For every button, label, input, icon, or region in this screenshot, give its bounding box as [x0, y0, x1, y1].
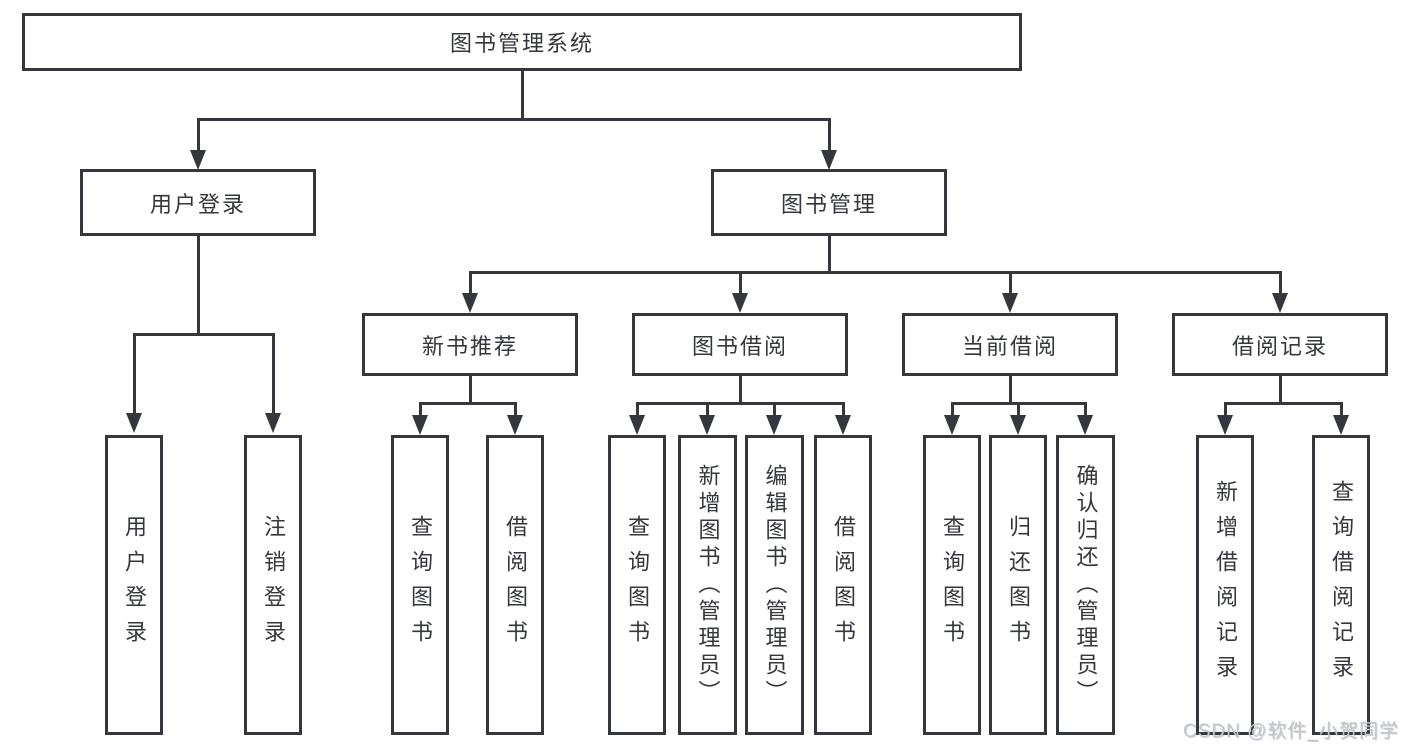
connector-branch [272, 333, 275, 413]
connector-branch [514, 402, 517, 415]
leaf-label: 用户登录 [122, 515, 147, 655]
leaf-borrow-books-recommend: 借阅图书 [486, 435, 544, 735]
leaf-return-books: 归还图书 [989, 435, 1047, 735]
connector-stem [469, 376, 472, 405]
connector-stem [521, 70, 524, 121]
leaf-label: 确认归还（管理员） [1073, 463, 1099, 707]
leaf-label: 查询图书 [625, 515, 650, 655]
connector-branch [842, 402, 845, 415]
arrow-down-icon [732, 293, 748, 313]
connector-rail [1224, 402, 1343, 405]
connector-branch [706, 402, 709, 415]
leaf-label: 新增借阅记录 [1213, 480, 1238, 690]
leaf-query-books-recommend: 查询图书 [391, 435, 449, 735]
node-book-management: 图书管理 [711, 169, 947, 236]
leaf-label: 归还图书 [1006, 515, 1031, 655]
leaf-label: 编辑图书（管理员） [762, 463, 788, 707]
node-book-borrowing: 图书借阅 [632, 313, 848, 376]
connector-branch [469, 271, 472, 293]
connector-branch [739, 271, 742, 293]
connector-stem [828, 236, 831, 274]
node-borrowing-records: 借阅记录 [1172, 313, 1388, 376]
leaf-label: 借阅图书 [831, 515, 856, 655]
connector-stem [1279, 376, 1282, 405]
connector-branch [197, 118, 200, 150]
leaf-user-login: 用户登录 [105, 435, 163, 735]
connector-stem [739, 376, 742, 405]
leaf-label: 查询借阅记录 [1329, 480, 1354, 690]
csdn-watermark: CSDN @软件_小贺同学 [1183, 721, 1399, 742]
leaf-query-books-borrowing: 查询图书 [608, 435, 666, 735]
connector-branch [828, 118, 831, 150]
node-library-management-system: 图书管理系统 [22, 13, 1022, 71]
leaf-label: 注销登录 [261, 515, 286, 655]
connector-rail [469, 271, 1282, 274]
node-current-borrowing: 当前借阅 [902, 313, 1118, 376]
connector-branch [1084, 402, 1087, 415]
connector-branch [636, 402, 639, 415]
connector-stem [1009, 376, 1012, 405]
leaf-label: 查询图书 [940, 515, 965, 655]
arrow-down-icon [1272, 293, 1288, 313]
arrow-down-icon [699, 415, 715, 435]
leaf-label: 查询图书 [408, 515, 433, 655]
leaf-logout: 注销登录 [244, 435, 302, 735]
connector-branch [1009, 271, 1012, 293]
arrow-down-icon [835, 415, 851, 435]
arrow-down-icon [766, 415, 782, 435]
connector-rail [133, 333, 275, 336]
leaf-add-borrow-record: 新增借阅记录 [1196, 435, 1254, 735]
arrow-down-icon [1217, 415, 1233, 435]
arrow-down-icon [265, 413, 281, 433]
arrow-down-icon [821, 150, 837, 170]
connector-branch [419, 402, 422, 415]
connector-branch [1340, 402, 1343, 415]
leaf-query-borrow-record: 查询借阅记录 [1312, 435, 1370, 735]
arrow-down-icon [190, 150, 206, 170]
connector-branch [1224, 402, 1227, 415]
arrow-down-icon [1077, 415, 1093, 435]
leaf-edit-books-admin: 编辑图书（管理员） [745, 435, 804, 735]
leaf-confirm-return-admin: 确认归还（管理员） [1056, 435, 1115, 735]
arrow-down-icon [1333, 415, 1349, 435]
leaf-add-books-admin: 新增图书（管理员） [678, 435, 737, 735]
arrow-down-icon [462, 293, 478, 313]
arrow-down-icon [944, 415, 960, 435]
connector-branch [1017, 402, 1020, 415]
connector-rail [636, 402, 845, 405]
arrow-down-icon [1010, 415, 1026, 435]
node-user-login: 用户登录 [80, 169, 316, 236]
connector-branch [773, 402, 776, 415]
arrow-down-icon [126, 413, 142, 433]
leaf-label: 借阅图书 [503, 515, 528, 655]
connector-rail [197, 118, 831, 121]
arrow-down-icon [507, 415, 523, 435]
arrow-down-icon [629, 415, 645, 435]
node-new-book-recommend: 新书推荐 [362, 313, 578, 376]
leaf-query-books-current: 查询图书 [923, 435, 981, 735]
arrow-down-icon [1002, 293, 1018, 313]
leaf-label: 新增图书（管理员） [695, 463, 721, 707]
connector-branch [133, 333, 136, 413]
connector-stem [197, 236, 200, 336]
connector-branch [1279, 271, 1282, 293]
leaf-borrow-books: 借阅图书 [814, 435, 872, 735]
arrow-down-icon [412, 415, 428, 435]
connector-branch [951, 402, 954, 415]
connector-rail [419, 402, 517, 405]
